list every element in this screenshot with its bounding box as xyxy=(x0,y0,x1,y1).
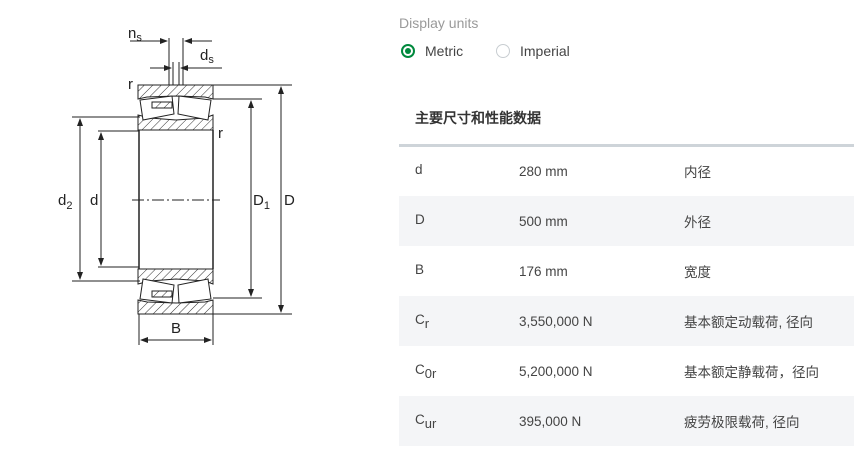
description: 基本额定动载荷, 径向 xyxy=(684,315,814,330)
symbol: C0r xyxy=(415,361,437,381)
symbol: B xyxy=(415,261,425,277)
radio-imperial[interactable]: Imperial xyxy=(496,43,570,59)
value: 500 mm xyxy=(519,213,568,229)
radio-imperial-label: Imperial xyxy=(520,43,570,59)
table-row: D 500 mm 外径 xyxy=(399,196,854,246)
symbol: d xyxy=(415,161,423,177)
label-d: d xyxy=(90,192,98,209)
spec-table: d 280 mm 内径 D 500 mm 外径 B 176 mm 宽度 Cr 3… xyxy=(399,146,854,446)
label-D1: D1 xyxy=(253,192,270,212)
label-d2: d2 xyxy=(58,192,72,212)
value: 176 mm xyxy=(519,263,568,279)
value: 395,000 N xyxy=(519,413,582,429)
value: 5,200,000 N xyxy=(519,363,593,379)
radio-metric[interactable]: Metric xyxy=(401,43,463,59)
value: 3,550,000 N xyxy=(519,313,593,329)
table-row: Cur 395,000 N 疲劳极限载荷, 径向 xyxy=(399,396,854,446)
description: 宽度 xyxy=(684,265,711,280)
symbol: D xyxy=(415,211,425,227)
label-ns: ns xyxy=(128,25,142,44)
table-row: C0r 5,200,000 N 基本额定静载荷，径向 xyxy=(399,346,854,396)
radio-metric-label: Metric xyxy=(425,43,464,59)
section-title: 主要尺寸和性能数据 xyxy=(415,110,541,126)
radio-checked-icon xyxy=(401,44,415,58)
value: 280 mm xyxy=(519,163,568,179)
radio-unchecked-icon xyxy=(496,44,510,58)
description: 内径 xyxy=(684,165,711,180)
table-row: d 280 mm 内径 xyxy=(399,146,854,196)
label-ds: ds xyxy=(200,47,214,66)
description: 基本额定静载荷，径向 xyxy=(684,365,819,380)
bearing-dimension-diagram: ns ds r r d2 d D1 D B xyxy=(58,25,295,345)
table-row: Cr 3,550,000 N 基本额定动载荷, 径向 xyxy=(399,296,854,346)
description: 疲劳极限载荷, 径向 xyxy=(684,415,800,430)
description: 外径 xyxy=(684,215,711,230)
label-D: D xyxy=(284,192,295,209)
divider xyxy=(399,144,854,147)
symbol: Cur xyxy=(415,411,437,431)
label-r-right: r xyxy=(218,125,223,142)
symbol: Cr xyxy=(415,311,430,331)
display-units-label: Display units xyxy=(399,15,479,31)
table-row: B 176 mm 宽度 xyxy=(399,246,854,296)
label-r-top: r xyxy=(128,76,133,93)
label-B: B xyxy=(171,320,181,337)
